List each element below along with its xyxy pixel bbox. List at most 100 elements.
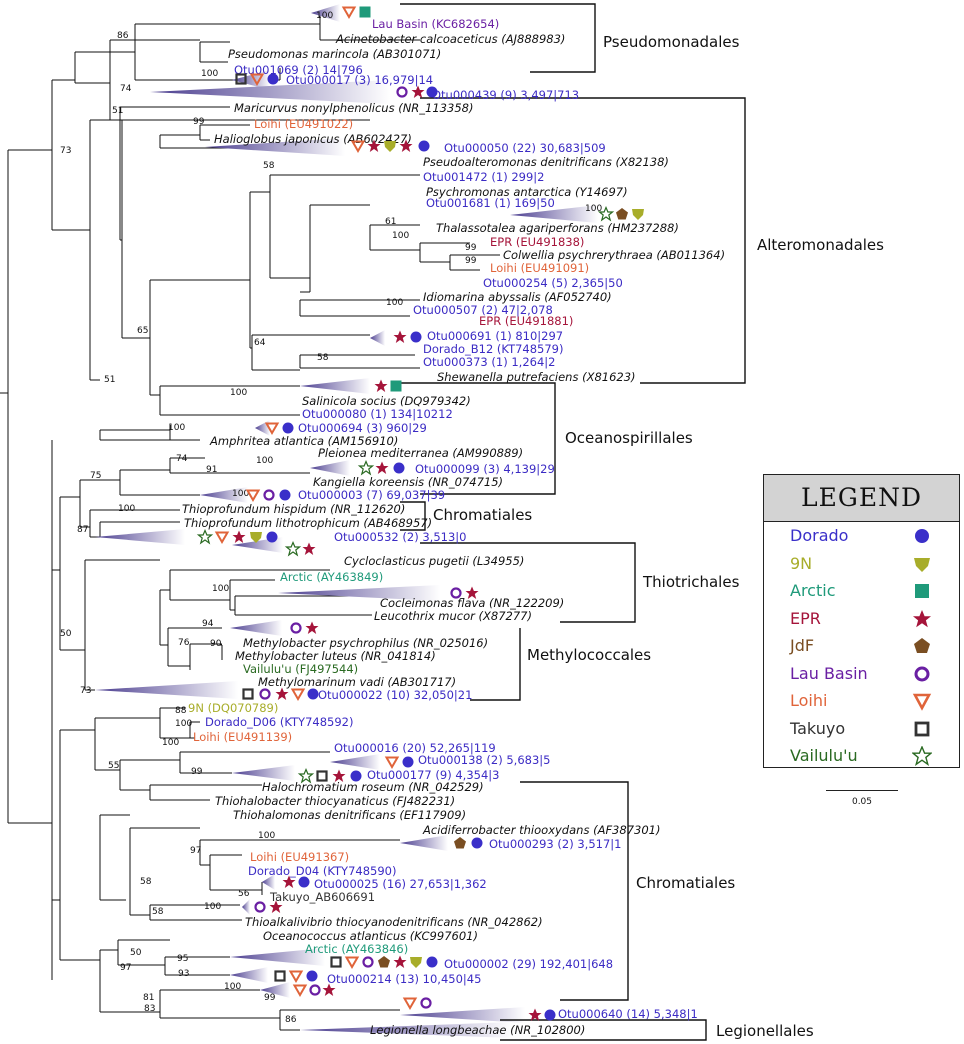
takuyo-marker — [242, 688, 254, 700]
tip-label: Otu000694 (3) 960|29 — [298, 421, 427, 435]
arctic-marker — [359, 6, 371, 18]
dorado-marker — [282, 422, 294, 434]
legend-item-lau-basin: Lau Basin — [764, 660, 959, 688]
order-label: Chromatiales — [636, 874, 735, 892]
vailulu-marker — [197, 529, 213, 544]
tip-label: Leucothrix mucor (X87277) — [374, 609, 532, 623]
order-label: Legionellales — [716, 1022, 814, 1040]
loihi-marker — [403, 997, 417, 1009]
tip-label: Methylobacter luteus (NR_041814) — [235, 649, 436, 663]
svg-text:99: 99 — [465, 243, 477, 253]
legend-label: Vailulu'u — [790, 746, 858, 765]
epr-marker — [305, 621, 319, 634]
vailulu-marker — [285, 541, 301, 556]
tip-label: Cycloclasticus pugetii (L34955) — [344, 554, 524, 568]
legend-label: Takuyo — [790, 718, 846, 738]
tip-label: Otu000254 (5) 2,365|50 — [483, 276, 623, 290]
dorado-marker — [307, 688, 319, 700]
tip-label: Thiohalomonas denitrificans (EF117909) — [233, 808, 466, 822]
star-icon — [913, 609, 931, 627]
tip-labels: Lau Basin (KC682654) Acinetobacter calco… — [182, 17, 725, 1037]
tip-label: Dorado_D04 (KTY748590) — [248, 864, 396, 878]
svg-text:56: 56 — [238, 889, 250, 899]
svg-text:100: 100 — [224, 982, 241, 992]
order-label: Thiotrichales — [642, 573, 740, 591]
svg-text:86: 86 — [117, 31, 129, 41]
svg-text:83: 83 — [144, 1004, 155, 1014]
tip-label: Loihi (EU491367) — [250, 850, 349, 864]
tip-label: Maricurvus nonylphenolicus (NR_113358) — [234, 101, 473, 115]
svg-text:100: 100 — [316, 11, 333, 21]
epr-marker — [411, 85, 425, 98]
jdf-marker — [378, 956, 390, 968]
epr-marker — [393, 330, 407, 343]
tip-label: Otu000640 (14) 5,348|1 — [558, 1007, 698, 1021]
svg-text:94: 94 — [202, 619, 214, 629]
loihi-marker — [293, 984, 307, 996]
svg-text:100: 100 — [118, 504, 135, 514]
svg-text:100: 100 — [162, 738, 179, 748]
legend-label: Dorado — [790, 526, 849, 545]
dorado-marker — [418, 140, 430, 152]
dorado-marker — [266, 531, 278, 543]
tip-label: Otu000439 (9) 3,497|713 — [432, 88, 579, 102]
triangle-outline-icon — [912, 693, 932, 711]
svg-text:65: 65 — [137, 326, 148, 336]
legend-label: JdF — [790, 636, 815, 655]
svg-text:58: 58 — [263, 161, 275, 171]
takuyo-marker — [330, 956, 342, 968]
loihi-marker — [289, 970, 303, 982]
svg-text:93: 93 — [178, 969, 189, 979]
svg-text:86: 86 — [285, 1015, 297, 1025]
jdf-marker — [616, 208, 628, 220]
svg-text:58: 58 — [152, 907, 164, 917]
lau-marker — [263, 489, 275, 501]
tip-label: Lau Basin (KC682654) — [372, 17, 499, 31]
square-outline-icon — [914, 721, 930, 736]
tip-label: Otu001069 (2) 14|796 — [234, 63, 363, 77]
circle-icon — [915, 529, 929, 543]
tip-label: Otu001681 (1) 169|50 — [426, 196, 555, 210]
tip-label: EPR (EU491881) — [479, 314, 573, 328]
loihi-marker — [345, 956, 359, 968]
epr-marker — [374, 379, 388, 392]
tip-label: Arctic (AY463846) — [305, 942, 408, 956]
svg-text:99: 99 — [191, 767, 203, 777]
tip-label: Otu000532 (2) 3,513|0 — [334, 530, 466, 544]
svg-text:74: 74 — [120, 84, 132, 94]
tip-label: Halioglobus japonicus (AB602427) — [214, 132, 412, 146]
legend-item-9n: 9N — [764, 550, 959, 578]
loihi-marker — [291, 688, 305, 700]
svg-text:61: 61 — [385, 217, 396, 227]
svg-text:90: 90 — [210, 639, 222, 649]
svg-text:51: 51 — [112, 106, 123, 116]
tip-label: Thalassotalea agariperforans (HM237288) — [436, 221, 679, 235]
9n-marker — [632, 209, 644, 220]
svg-text:100: 100 — [201, 69, 218, 79]
svg-text:91: 91 — [206, 465, 217, 475]
tip-label: Methylomarinum vadi (AB301717) — [258, 675, 456, 689]
dorado-marker — [410, 331, 422, 343]
9n-marker — [410, 957, 422, 968]
tip-label: Cocleimonas flava (NR_122209) — [380, 596, 564, 610]
legend-title: LEGEND — [764, 475, 959, 522]
order-label: Chromatiales — [433, 506, 532, 524]
tree-branches — [0, 14, 500, 1031]
svg-text:99: 99 — [465, 256, 477, 266]
collapsed-clade-wedges — [95, 4, 598, 1038]
svg-text:58: 58 — [317, 353, 329, 363]
tip-label: Otu000293 (2) 3,517|1 — [489, 837, 621, 851]
legend-label: Lau Basin — [790, 663, 868, 683]
scale-line — [826, 790, 898, 791]
svg-text:75: 75 — [90, 471, 101, 481]
svg-text:55: 55 — [108, 761, 119, 771]
svg-text:100: 100 — [168, 423, 185, 433]
tip-label: Pseudoalteromonas denitrificans (X82138) — [423, 155, 669, 169]
tip-label: Legionella longbeachae (NR_102800) — [370, 1023, 585, 1037]
dorado-marker — [306, 970, 318, 982]
legend-box: LEGEND Dorado 9N Arctic EPR JdF Lau Basi… — [763, 474, 960, 768]
svg-text:73: 73 — [60, 146, 71, 156]
order-label: Pseudomonadales — [603, 33, 740, 51]
bootstrap-values: 100 86 100 74 51 73 99 58 100 61 100 99 … — [60, 11, 602, 1025]
